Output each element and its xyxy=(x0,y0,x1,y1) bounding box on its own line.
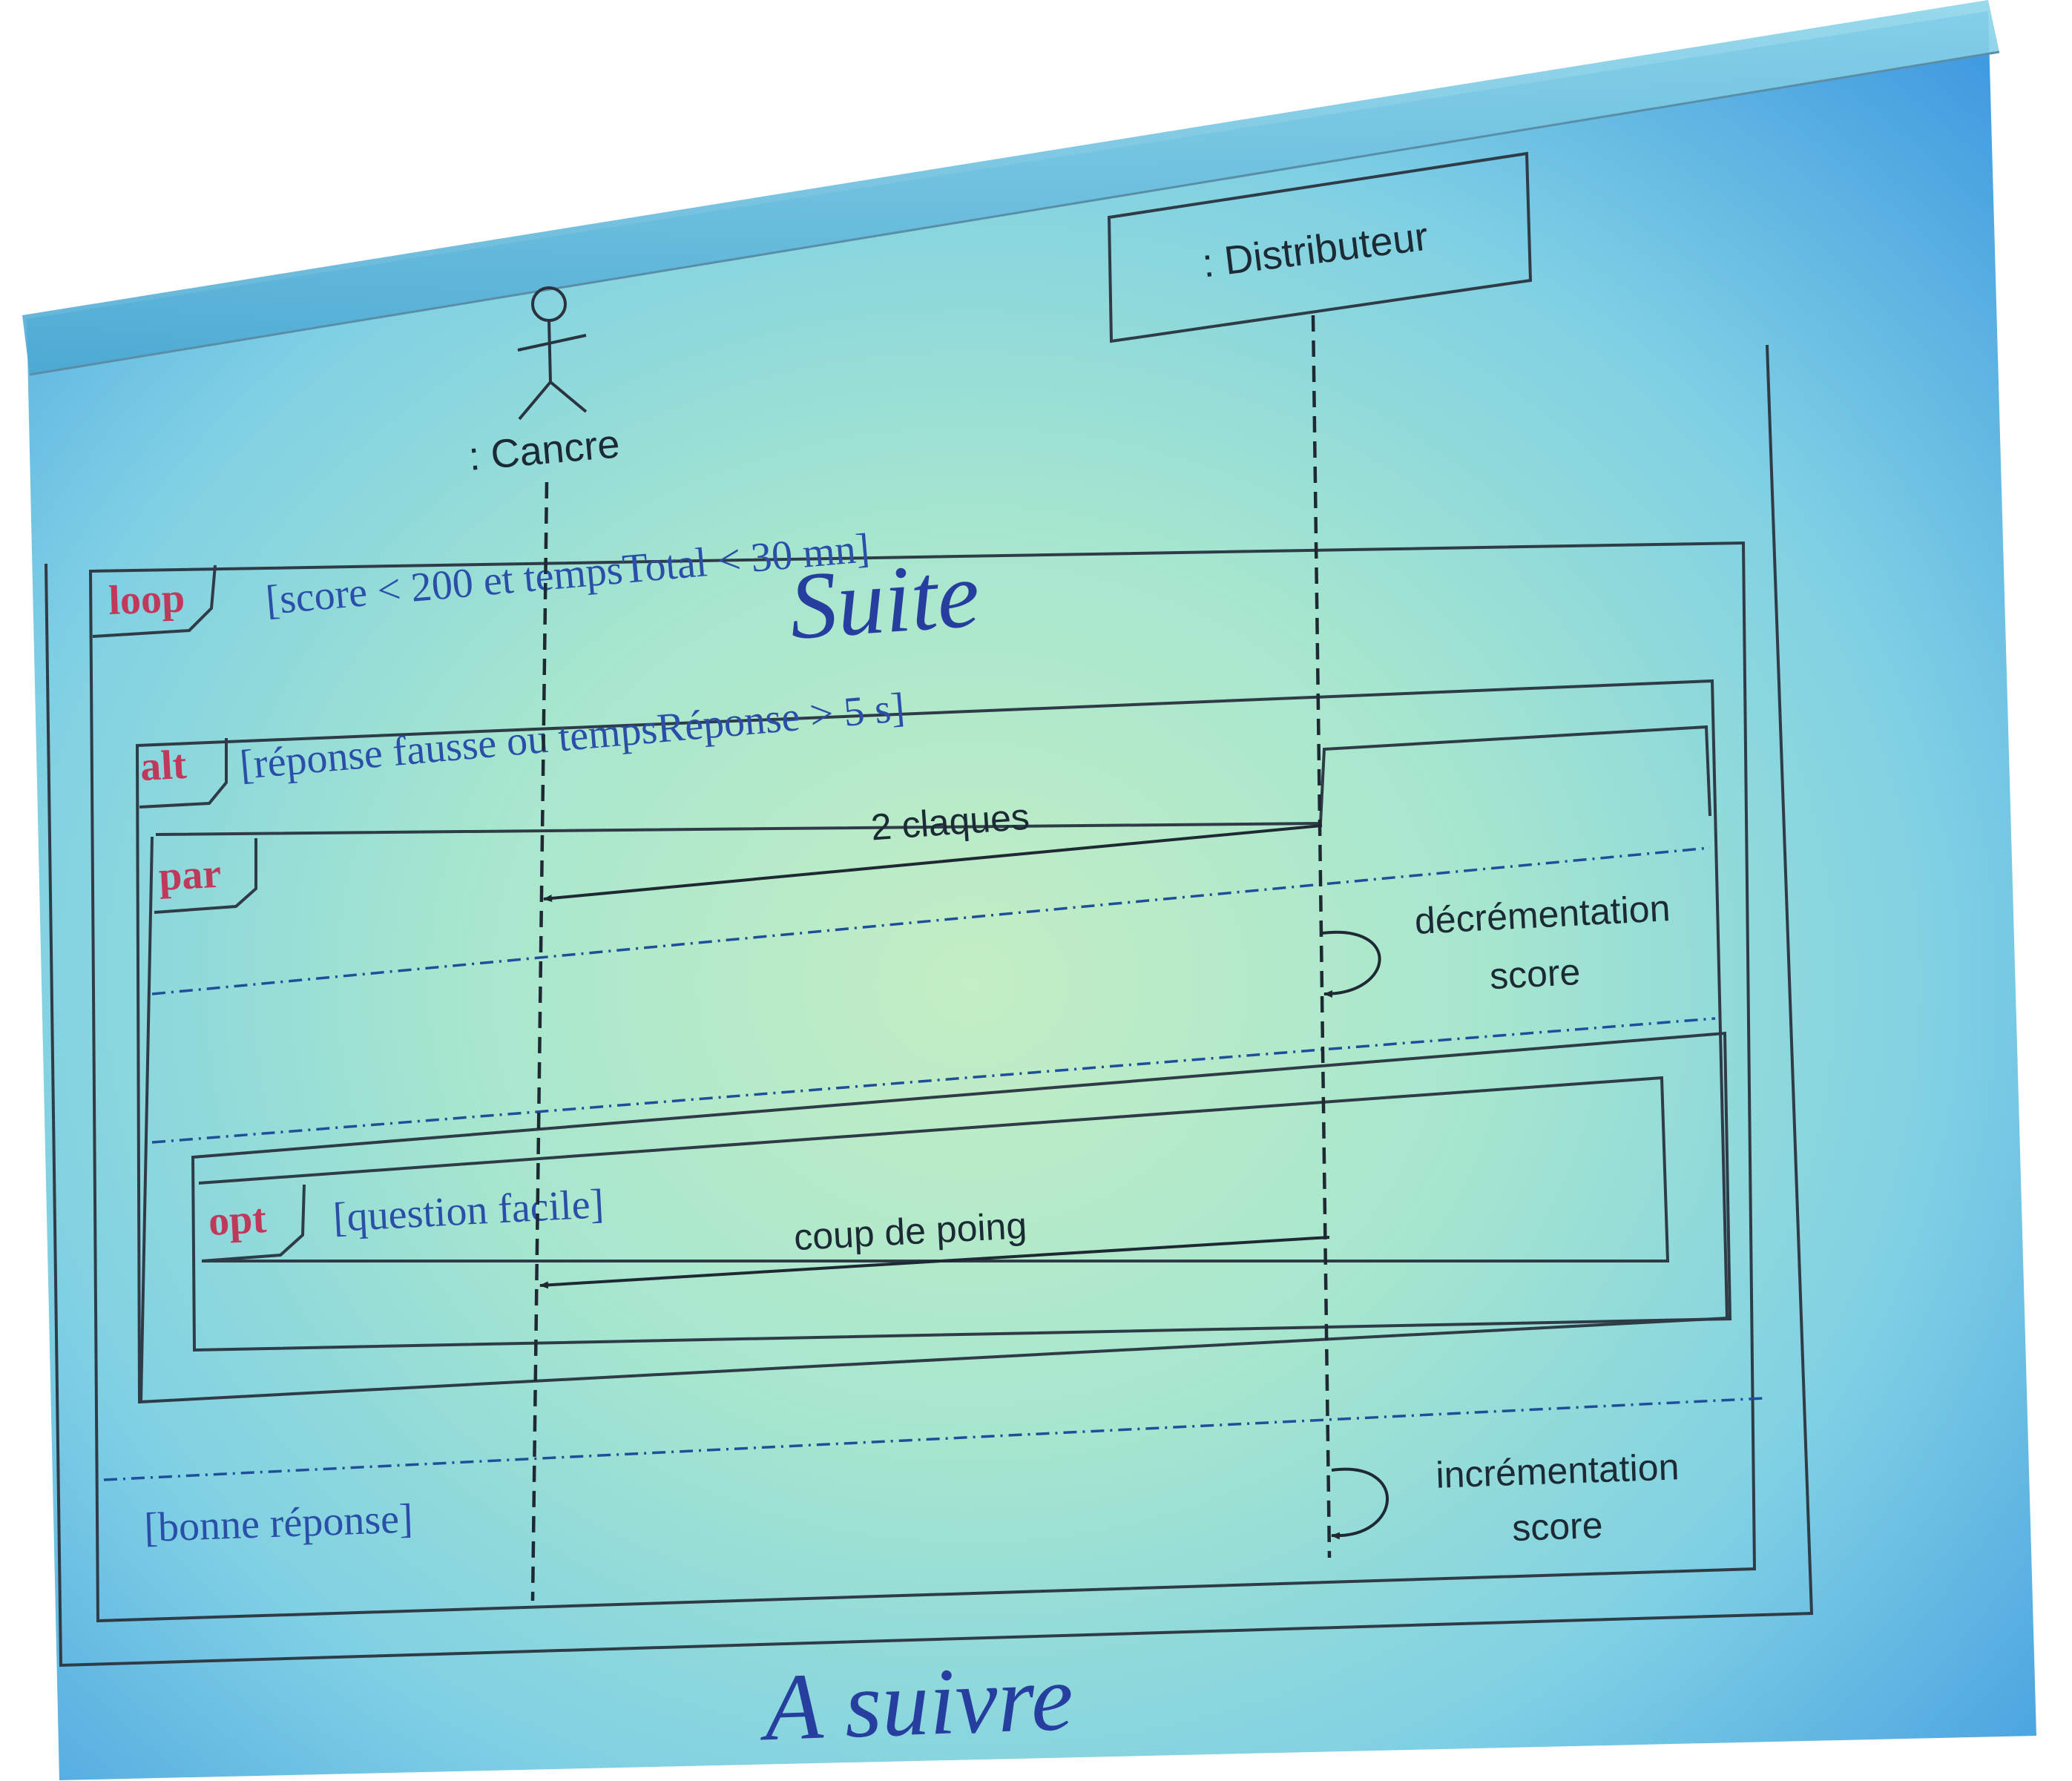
screen-top-bar xyxy=(22,0,1999,375)
alt-else-guard: [bonne réponse] xyxy=(143,1495,413,1551)
par-tag xyxy=(154,838,257,914)
cancre-actor: : Cancre xyxy=(467,286,622,479)
par-left-edge xyxy=(139,836,154,1403)
cancre-lifeline xyxy=(530,481,549,1601)
incrementation-label-line1: incrémentation xyxy=(1435,1446,1680,1495)
opt-keyword: opt xyxy=(207,1196,267,1245)
slide-title: Suite xyxy=(786,541,982,659)
par-fragment: par xyxy=(139,725,1732,1403)
par-region-frame xyxy=(191,1031,1732,1352)
decrementation-label-line2: score xyxy=(1489,951,1582,997)
loop-tag xyxy=(92,564,217,638)
incrementation-arrow xyxy=(1331,1467,1389,1540)
alt-keyword: alt xyxy=(139,742,188,790)
screen-surface xyxy=(27,11,2036,1780)
opt-tag xyxy=(201,1184,306,1262)
alt-tag xyxy=(139,738,228,809)
self-message-incrementation: incrémentation score xyxy=(1331,1446,1680,1549)
distributeur-lifeline xyxy=(1311,315,1332,1558)
par-frame xyxy=(155,725,1711,836)
loop-frame xyxy=(88,541,1757,1623)
incrementation-label-line2: score xyxy=(1511,1504,1603,1549)
alt-else-separator xyxy=(103,1397,1765,1481)
par-keyword: par xyxy=(157,851,222,900)
screen-top-bar-edge xyxy=(29,50,2000,376)
outer-frame xyxy=(45,344,1814,1668)
coup-de-poing-arrow xyxy=(539,1236,1330,1289)
decrementation-arrow xyxy=(1321,930,1381,998)
loop-keyword: loop xyxy=(108,575,185,624)
stick-figure-icon xyxy=(517,286,588,421)
message-2-claques-arrow xyxy=(543,824,1323,902)
distributeur-box xyxy=(1107,151,1533,343)
slide-footer: A suivre xyxy=(757,1645,1075,1761)
